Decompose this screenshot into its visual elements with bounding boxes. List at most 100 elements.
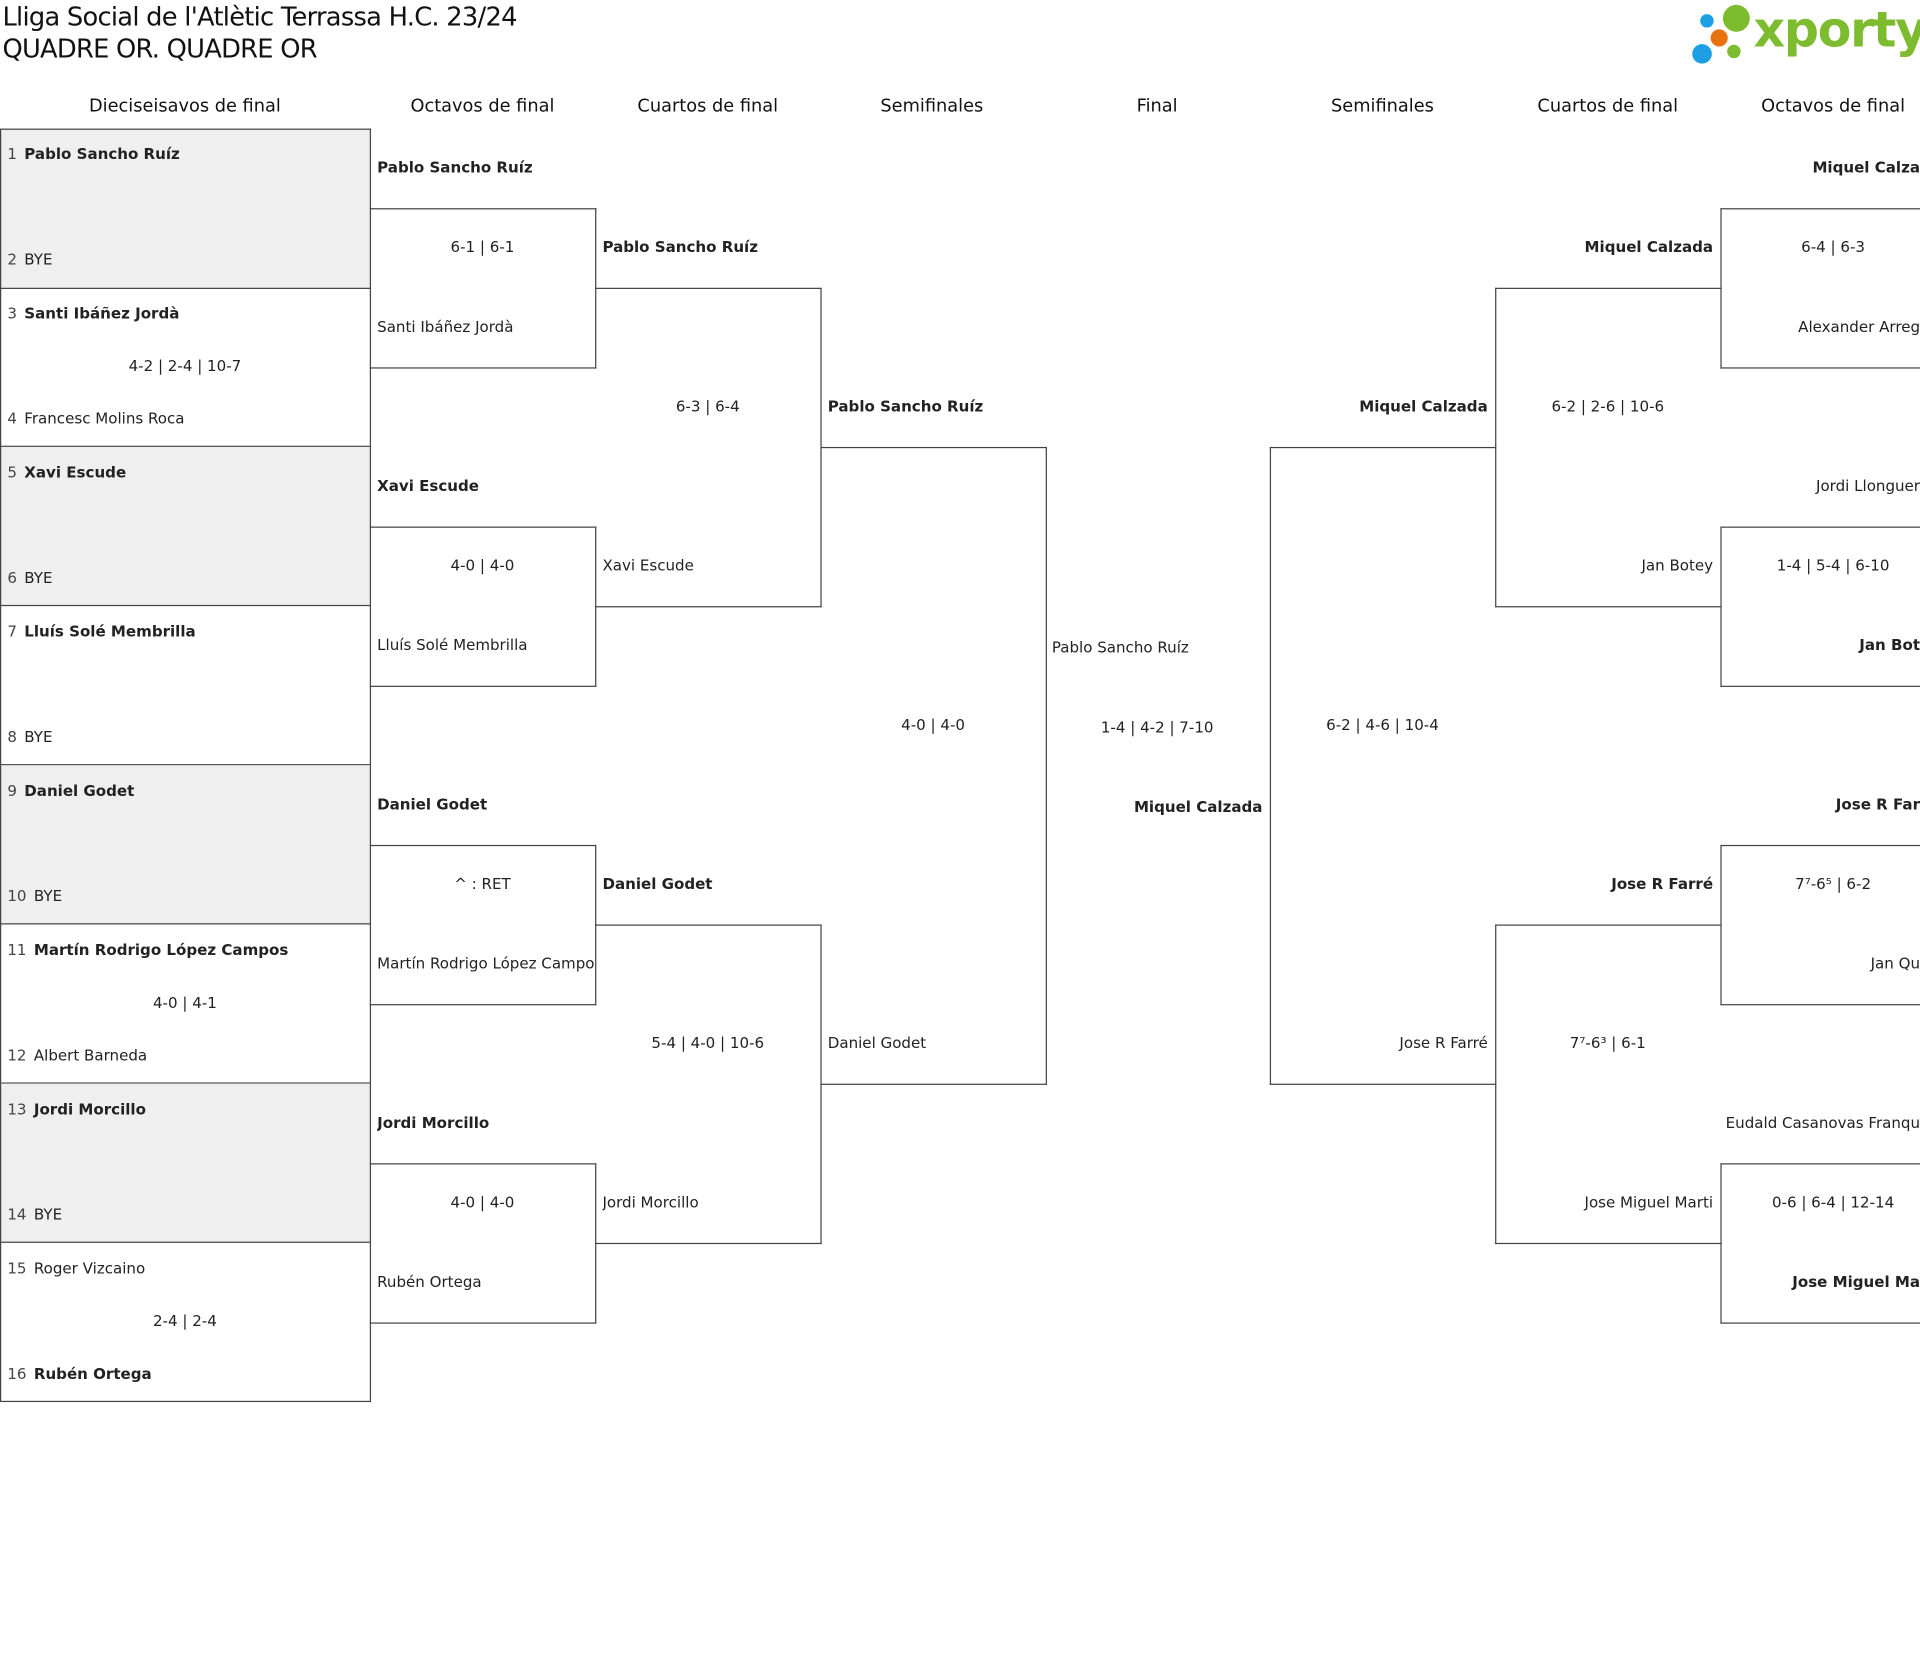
round-header: Octavos de final: [410, 96, 555, 117]
player-name[interactable]: Pablo Sancho Ruíz: [377, 159, 533, 177]
player-name[interactable]: Jose R Far: [1835, 795, 1920, 814]
player-name[interactable]: Miquel Calzada: [1359, 397, 1488, 416]
bracket-connector: [369, 844, 597, 1006]
player-entry[interactable]: 15 Roger Vizcaino: [7, 1259, 362, 1279]
seed-number: 10: [7, 887, 27, 905]
bracket-connector: [820, 446, 1047, 1085]
player-name[interactable]: Jose Miguel Marti: [1584, 1193, 1714, 1212]
finalist-name[interactable]: Pablo Sancho Ruíz: [1051, 639, 1189, 657]
bracket-connector: [369, 1163, 597, 1324]
player-entry[interactable]: 14 BYE: [7, 1205, 362, 1225]
match-score: 6-2 | 2-6 | 10-6: [1551, 397, 1665, 416]
bracket-connector: [1720, 844, 1920, 1006]
player-name: BYE: [24, 728, 53, 746]
player-name: BYE: [24, 569, 53, 587]
player-name[interactable]: Pablo Sancho Ruíz: [827, 397, 984, 416]
player-name: Martín Rodrigo López Campos: [33, 941, 289, 959]
seed-number: 7: [7, 623, 17, 641]
first-round-match: [0, 606, 372, 766]
seed-number: 14: [7, 1206, 27, 1224]
seed-number: 11: [7, 941, 27, 959]
player-name: BYE: [33, 887, 63, 905]
match-score: 6-1 | 6-1: [450, 238, 515, 256]
player-name[interactable]: Jan Qu: [1870, 955, 1920, 973]
round-header: Cuartos de final: [637, 96, 779, 117]
player-entry[interactable]: 10 BYE: [7, 887, 362, 907]
seed-number: 9: [7, 782, 17, 800]
player-name: BYE: [24, 251, 53, 269]
player-name[interactable]: Daniel Godet: [827, 1034, 927, 1052]
player-name: Roger Vizcaino: [33, 1260, 146, 1278]
player-name: BYE: [33, 1206, 63, 1224]
seed-number: 6: [7, 569, 17, 587]
first-round-match: [0, 128, 372, 289]
first-round-match: [0, 765, 372, 925]
match-score: 6-4 | 6-3: [1801, 238, 1865, 256]
player-entry[interactable]: 1 Pablo Sancho Ruíz: [7, 144, 362, 164]
player-name: Lluís Solé Membrilla: [24, 623, 196, 641]
bracket-connector: [1720, 1163, 1920, 1324]
player-name[interactable]: Jordi Llonguer: [1816, 477, 1920, 495]
tournament-title: Lliga Social de l'Atlètic Terrassa H.C. …: [2, 2, 517, 32]
player-entry[interactable]: 4 Francesc Molins Roca: [7, 409, 362, 429]
player-entry[interactable]: 7 Lluís Solé Membrilla: [7, 622, 362, 642]
player-name[interactable]: Rubén Ortega: [377, 1273, 482, 1291]
first-round-match: [0, 1083, 372, 1243]
player-name[interactable]: Martín Rodrigo López Campos: [377, 955, 596, 973]
round-header: Final: [1136, 96, 1178, 117]
player-name: Santi Ibáñez Jordà: [24, 304, 180, 323]
seed-number: 5: [7, 464, 17, 482]
player-name[interactable]: Alexander Arreg: [1798, 318, 1920, 336]
player-name[interactable]: Daniel Godet: [377, 795, 488, 814]
player-name[interactable]: Jose Miguel Ma: [1792, 1273, 1920, 1291]
player-name[interactable]: Xavi Escude: [377, 477, 480, 495]
seed-number: 13: [7, 1100, 27, 1118]
match-score: 7⁷-6³ | 6-1: [1569, 1034, 1646, 1052]
round-header: Semifinales: [880, 96, 984, 117]
player-name: Albert Barneda: [33, 1046, 148, 1065]
player-name[interactable]: Jose R Farré: [1611, 875, 1714, 893]
player-name[interactable]: Jordi Morcillo: [602, 1193, 699, 1212]
bracket-connector: [1720, 208, 1920, 369]
round-header: Octavos de final: [1761, 96, 1906, 117]
player-entry[interactable]: 5 Xavi Escude: [7, 463, 362, 483]
player-entry[interactable]: 9 Daniel Godet: [7, 781, 362, 801]
player-name[interactable]: Pablo Sancho Ruíz: [602, 238, 758, 256]
player-name[interactable]: Miquel Calza: [1812, 159, 1920, 177]
player-name: Daniel Godet: [24, 782, 135, 800]
player-name[interactable]: Jan Botey: [1641, 557, 1714, 575]
player-name[interactable]: Santi Ibáñez Jordà: [377, 318, 514, 336]
player-name: Francesc Molins Roca: [24, 410, 185, 428]
player-entry[interactable]: 11 Martín Rodrigo López Campos: [7, 940, 362, 960]
player-name[interactable]: Jordi Morcillo: [377, 1114, 490, 1132]
player-name: Xavi Escude: [24, 464, 127, 482]
first-round-match: [0, 446, 372, 607]
seed-number: 2: [7, 251, 17, 269]
match-score: 6-3 | 6-4: [675, 397, 740, 416]
player-name: Pablo Sancho Ruíz: [24, 145, 180, 163]
player-name[interactable]: Jose R Farré: [1399, 1034, 1488, 1052]
player-name[interactable]: Eudald Casanovas Franqu: [1725, 1114, 1920, 1132]
match-score: 4-0 | 4-0: [450, 557, 515, 575]
player-name[interactable]: Miquel Calzada: [1584, 238, 1714, 256]
round-header: Semifinales: [1331, 96, 1434, 117]
xporty-logo-icon: [1692, 4, 1750, 64]
player-entry[interactable]: 2 BYE: [7, 250, 362, 270]
player-name[interactable]: Lluís Solé Membrilla: [377, 636, 528, 654]
seed-number: 4: [7, 410, 17, 428]
round-header: Dieciseisavos de final: [88, 96, 281, 117]
player-name[interactable]: Daniel Godet: [602, 875, 713, 893]
player-entry[interactable]: 6 BYE: [7, 568, 362, 588]
player-name[interactable]: Jan Bot: [1859, 636, 1920, 654]
seed-number: 15: [7, 1260, 27, 1278]
match-score: 0-6 | 6-4 | 12-14: [1771, 1193, 1895, 1212]
finalist-name[interactable]: Miquel Calzada: [1133, 798, 1263, 816]
player-name[interactable]: Xavi Escude: [602, 557, 694, 575]
seed-number: 1: [7, 145, 17, 163]
